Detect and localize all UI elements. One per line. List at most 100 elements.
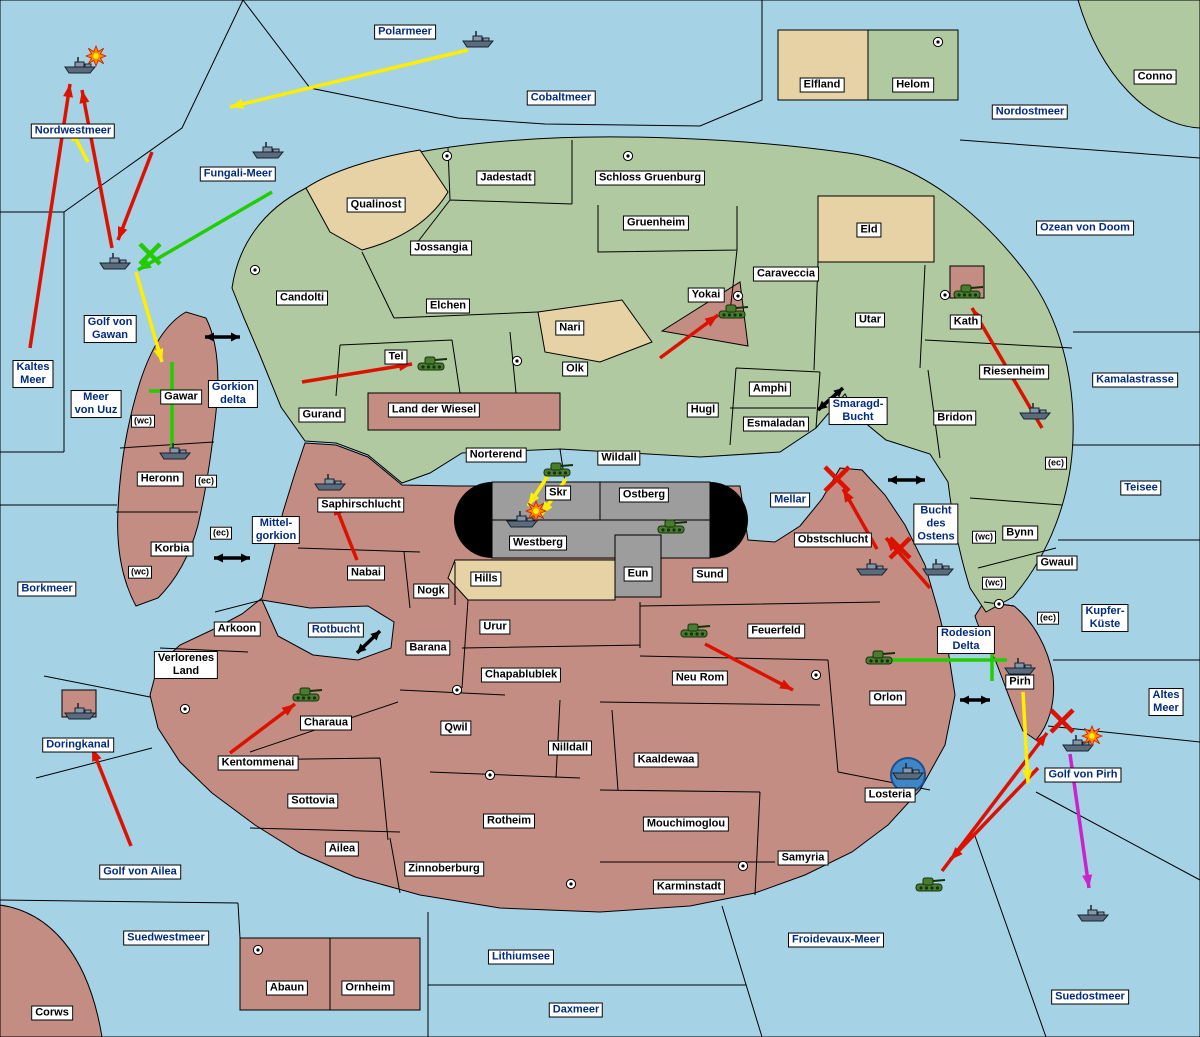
region-label-chapablublek[interactable]: Chapablublek (480, 667, 562, 683)
region-label-golf-von-gawan[interactable]: Golf von Gawan (83, 315, 137, 343)
region-label-suedostmeer[interactable]: Suedostmeer (1051, 989, 1129, 1005)
region-label-rodesion-delta[interactable]: Rodesion Delta (936, 626, 996, 654)
region-label-skr[interactable]: Skr (545, 485, 571, 501)
order-arrow-yellow (134, 271, 164, 363)
region-label-kath[interactable]: Kath (949, 314, 983, 330)
region-label-jossangia[interactable]: Jossangia (410, 240, 472, 256)
region-label-corws[interactable]: Corws (31, 1005, 73, 1021)
region-label-cobaltmeer[interactable]: Cobaltmeer (526, 90, 596, 106)
region-label-esmaladan[interactable]: Esmaladan (742, 416, 810, 432)
region-label-ailea[interactable]: Ailea (324, 841, 360, 857)
region-label-gorkion-delta[interactable]: Gorkion delta (207, 380, 259, 408)
region-label-lithiumsee[interactable]: Lithiumsee (487, 949, 555, 965)
region-label-sottovia[interactable]: Sottovia (287, 793, 339, 809)
region-label-conno[interactable]: Conno (1133, 69, 1177, 85)
region-label-samyria[interactable]: Samyria (777, 850, 829, 866)
region-label-urur[interactable]: Urur (479, 619, 511, 635)
region-label-schloss-gruenburg[interactable]: Schloss Gruenburg (594, 170, 706, 186)
region-label-elfland[interactable]: Elfland (799, 77, 845, 93)
region-label-neu-rom[interactable]: Neu Rom (671, 670, 729, 686)
region-label-froidevaux-meer[interactable]: Froidevaux-Meer (787, 932, 885, 948)
region-label-nordostmeer[interactable]: Nordostmeer (991, 104, 1069, 120)
region-label-qwil[interactable]: Qwil (440, 720, 472, 736)
region-label-kentommenai[interactable]: Kentommenai (217, 755, 299, 771)
region-label-feuerfeld[interactable]: Feuerfeld (747, 623, 805, 639)
region-label-kamalastrasse[interactable]: Kamalastrasse (1092, 372, 1178, 388)
region-label-pirh[interactable]: Pirh (1005, 674, 1035, 690)
region-label-bynn[interactable]: Bynn (1002, 525, 1038, 541)
region-label-heronn[interactable]: Heronn (136, 471, 184, 487)
region-label-korbia[interactable]: Korbia (150, 541, 194, 557)
region-label-ozean-von-doom[interactable]: Ozean von Doom (1036, 220, 1134, 236)
region-label-yokai[interactable]: Yokai (687, 287, 725, 303)
region-label-candolti[interactable]: Candolti (276, 290, 328, 306)
region-label-ornheim[interactable]: Ornheim (341, 980, 395, 996)
region-label-barana[interactable]: Barana (405, 640, 451, 656)
region-label-daxmeer[interactable]: Daxmeer (548, 1002, 604, 1018)
region-label-nari[interactable]: Nari (555, 320, 585, 336)
region-label-karminstadt[interactable]: Karminstadt (652, 879, 726, 895)
region-label-norterend[interactable]: Norterend (465, 447, 527, 463)
region-label-charaua[interactable]: Charaua (299, 715, 353, 731)
region-label-helom[interactable]: Helom (892, 77, 934, 93)
region-label-elchen[interactable]: Elchen (425, 298, 471, 314)
region-label-kupfer-k-ste[interactable]: Kupfer- Küste (1081, 604, 1129, 632)
region-label-polarmeer[interactable]: Polarmeer (374, 24, 436, 40)
region-label-suedwestmeer[interactable]: Suedwestmeer (123, 930, 209, 946)
region-label-wildall[interactable]: Wildall (597, 450, 641, 466)
region-label-gurand[interactable]: Gurand (298, 407, 346, 423)
region-label-riesenheim[interactable]: Riesenheim (979, 364, 1049, 380)
region-label-tel[interactable]: Tel (384, 349, 408, 365)
region-label-utar[interactable]: Utar (854, 312, 886, 328)
region-label-obstschlucht[interactable]: Obstschlucht (793, 532, 873, 548)
region-label-smaragd-bucht[interactable]: Smaragd- Bucht (828, 397, 888, 425)
region-label-fungali-meer[interactable]: Fungali-Meer (199, 166, 277, 182)
region-label-mouchimoglou[interactable]: Mouchimoglou (642, 816, 730, 832)
region-label-mellar[interactable]: Mellar (770, 492, 810, 508)
region-label-eun[interactable]: Eun (623, 566, 653, 582)
region-label-bridon[interactable]: Bridon (933, 410, 977, 426)
region-label-orlon[interactable]: Orlon (869, 690, 907, 706)
region-label-losteria[interactable]: Losteria (864, 787, 916, 803)
region-label-qualinost[interactable]: Qualinost (346, 197, 406, 213)
region-label-borkmeer[interactable]: Borkmeer (17, 581, 77, 597)
region-label-meer-von-uuz[interactable]: Meer von Uuz (70, 390, 122, 418)
region-label-mittel-gorkion[interactable]: Mittel- gorkion (251, 516, 301, 544)
region-label-jadestadt[interactable]: Jadestadt (476, 170, 536, 186)
region-label-rotbucht[interactable]: Rotbucht (307, 622, 365, 638)
region-label-gwaul[interactable]: Gwaul (1036, 555, 1078, 571)
region-label-kaltes-meer[interactable]: Kaltes Meer (12, 360, 54, 388)
region-label-abaun[interactable]: Abaun (265, 980, 309, 996)
region-label-caraveccia[interactable]: Caraveccia (752, 266, 820, 282)
region-label-altes-meer[interactable]: Altes Meer (1148, 688, 1184, 716)
region-label-golf-von-ailea[interactable]: Golf von Ailea (99, 864, 181, 880)
region-label-nabai[interactable]: Nabai (347, 565, 385, 581)
region-label-saphirschlucht[interactable]: Saphirschlucht (317, 497, 405, 513)
region-label-hugl[interactable]: Hugl (686, 402, 720, 418)
region-label-westberg[interactable]: Westberg (509, 535, 567, 551)
region-label-rotheim[interactable]: Rotheim (483, 813, 535, 829)
region-label-eld[interactable]: Eld (856, 222, 882, 238)
region-label-sund[interactable]: Sund (692, 567, 728, 583)
region-label-amphi[interactable]: Amphi (748, 381, 792, 397)
region-label-nogk[interactable]: Nogk (413, 583, 449, 599)
region-label-bucht-des-ostens[interactable]: Bucht des Ostens (913, 503, 959, 545)
region-label-golf-von-pirh[interactable]: Golf von Pirh (1044, 767, 1122, 783)
region-label-land-der-wiesel[interactable]: Land der Wiesel (387, 402, 481, 418)
region-label-ostberg[interactable]: Ostberg (618, 487, 670, 503)
region-label-verlorenes-land[interactable]: Verlorenes Land (153, 651, 219, 679)
region-label-gawar[interactable]: Gawar (160, 389, 202, 405)
region-label-nilldall[interactable]: Nilldall (547, 740, 593, 756)
region-label-teisee[interactable]: Teisee (1120, 480, 1162, 496)
region-label-olk[interactable]: Olk (562, 361, 588, 377)
region-label-nordwestmeer[interactable]: Nordwestmeer (30, 123, 116, 139)
region-label-arkoon[interactable]: Arkoon (213, 621, 261, 637)
region-label-zinnoberburg[interactable]: Zinnoberburg (404, 861, 484, 877)
region-label-gruenheim[interactable]: Gruenheim (622, 215, 690, 231)
region-label-hills[interactable]: Hills (470, 571, 502, 587)
region-label-kaaldewaa[interactable]: Kaaldewaa (633, 752, 699, 768)
region-label-doringkanal[interactable]: Doringkanal (42, 737, 114, 753)
